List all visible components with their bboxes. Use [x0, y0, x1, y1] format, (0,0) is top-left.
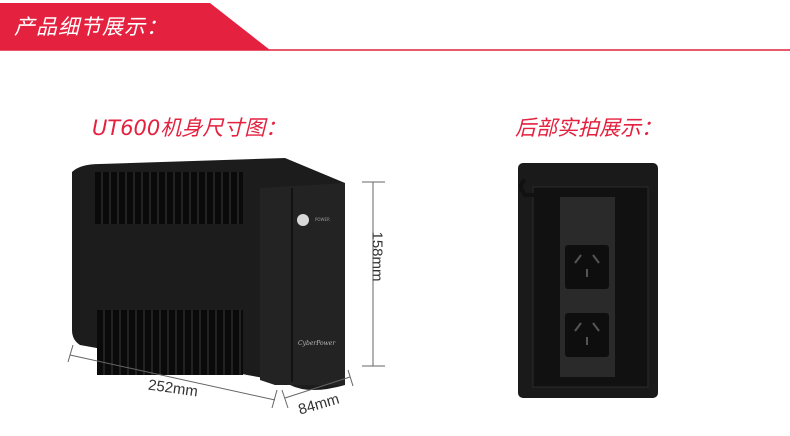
- ups-front-image: POWER CyberPower: [67, 158, 385, 409]
- header-banner: [0, 3, 790, 51]
- power-label: POWER: [315, 217, 330, 222]
- power-cord: [519, 178, 540, 197]
- dimension-diagram-title: UT600机身尺寸图：: [92, 116, 287, 140]
- ups-rear-image: [518, 163, 658, 398]
- brand-logo: CyberPower: [298, 340, 336, 347]
- height-dimension: 158mm: [368, 231, 386, 282]
- section-title: 产品细节展示：: [14, 15, 168, 39]
- power-button: [297, 214, 309, 226]
- rear-view-title: 后部实拍展示：: [515, 116, 662, 140]
- power-outlet: [565, 245, 609, 289]
- power-outlet: [565, 313, 609, 357]
